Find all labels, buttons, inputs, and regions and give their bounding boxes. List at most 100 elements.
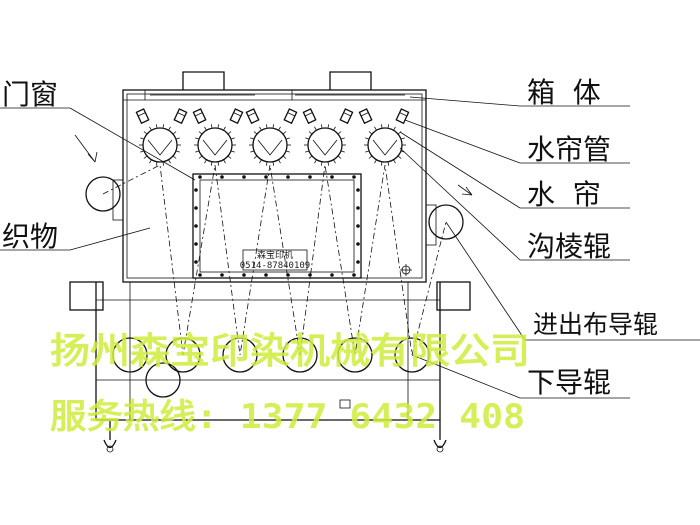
roller-tooth <box>168 126 171 131</box>
roller-tooth <box>308 131 313 135</box>
roller-tooth <box>393 159 396 164</box>
nozzle <box>245 108 260 125</box>
roller-tooth <box>282 131 287 135</box>
roller-tooth <box>374 126 377 131</box>
roller-tooth <box>175 137 180 140</box>
roller-tooth <box>149 159 152 164</box>
nozzle <box>135 108 150 125</box>
top-inlets <box>182 71 372 90</box>
bolt <box>356 206 360 210</box>
roller-tooth <box>368 155 373 159</box>
roller-tooth <box>253 131 258 135</box>
roller-hub <box>312 139 338 156</box>
roller-tooth <box>210 124 213 129</box>
roller-tooth <box>272 161 275 166</box>
roller-tooth <box>308 155 313 159</box>
roller-tooth <box>272 124 275 129</box>
bolt <box>356 224 360 228</box>
nozzle-band <box>343 112 352 117</box>
nozzle <box>192 108 207 125</box>
bolt <box>356 260 360 264</box>
nozzle-band <box>233 112 242 117</box>
lifting-hooks <box>103 420 447 453</box>
grooved-roller-body <box>197 127 233 163</box>
bolt <box>330 273 334 277</box>
grooved-rollers <box>139 124 406 166</box>
bolt <box>198 175 202 179</box>
nozzle-band <box>399 112 408 117</box>
roller-tooth <box>320 124 323 129</box>
roller-tooth <box>340 137 345 140</box>
nozzle <box>173 108 188 125</box>
roller-tooth <box>227 155 232 159</box>
bolt <box>194 224 198 228</box>
lower-guide-roller <box>222 337 258 373</box>
grooved-roller <box>139 124 181 166</box>
roller-tooth <box>400 137 405 140</box>
roller-tooth <box>340 150 345 153</box>
grooved-roller-body <box>367 127 403 163</box>
roller-tooth <box>365 150 370 153</box>
grooved-roller <box>249 124 291 166</box>
leader-lines <box>0 96 700 399</box>
lower-guide-roller <box>337 337 373 373</box>
fabric-path <box>102 164 447 356</box>
nozzle-band <box>247 112 256 117</box>
roller-tooth <box>365 137 370 140</box>
roller-tooth <box>380 124 383 129</box>
label-water-curtain-pipe: 水帘管 <box>527 133 611 166</box>
grooved-roller <box>194 124 236 166</box>
bolt <box>242 273 246 277</box>
roller-tooth <box>305 150 310 153</box>
bolt <box>194 260 198 264</box>
roller-tooth <box>327 124 330 129</box>
bolt <box>308 175 312 179</box>
roller-tooth <box>175 150 180 153</box>
nozzle-band <box>304 112 313 117</box>
roller-tooth <box>314 126 317 131</box>
roller-tooth <box>278 159 281 164</box>
roller-tooth <box>253 155 258 159</box>
grooved-roller-body <box>307 127 343 163</box>
roller-tooth <box>380 161 383 166</box>
bolt <box>194 242 198 246</box>
bolt <box>220 273 224 277</box>
lower-guide-roller <box>112 337 148 373</box>
roller-tooth <box>250 150 255 153</box>
roller-hub <box>372 139 398 156</box>
bolt <box>264 175 268 179</box>
nameplate-line1: 森宝印机 <box>257 249 293 261</box>
label-fabric: 织物 <box>2 220 58 253</box>
roller-tooth <box>387 161 390 166</box>
lower-guide-roller <box>394 337 430 373</box>
nameplate: 森宝印机 0514-87840109 <box>240 249 310 271</box>
nozzle-body <box>192 108 207 125</box>
nozzle-band <box>194 112 203 117</box>
door-window <box>192 173 362 279</box>
bolt <box>198 273 202 277</box>
roller-tooth <box>162 161 165 166</box>
roller-tooth <box>333 126 336 131</box>
roller-tooth <box>172 155 177 159</box>
lower-tank <box>69 281 471 421</box>
bolt <box>352 273 356 277</box>
lower-guide-roller <box>165 337 201 373</box>
bolt <box>352 175 356 179</box>
grooved-roller-body <box>252 127 288 163</box>
watermark: 扬州森宝印染机械有限公司 服务热线: 1377 6432 408 <box>50 331 530 437</box>
bolt <box>356 242 360 246</box>
bolt <box>286 175 290 179</box>
roller-tooth <box>285 137 290 140</box>
roller-tooth <box>217 161 220 166</box>
roller-tooth <box>259 126 262 131</box>
roller-tooth <box>140 150 145 153</box>
roller-tooth <box>337 131 342 135</box>
drain-fitting <box>400 264 412 276</box>
nameplate-line2: 0514-87840109 <box>240 261 310 271</box>
roller-tooth <box>223 159 226 164</box>
roller-tooth <box>314 159 317 164</box>
bolt <box>330 175 334 179</box>
nozzle-band <box>177 112 186 117</box>
grooved-roller-body <box>142 127 178 163</box>
